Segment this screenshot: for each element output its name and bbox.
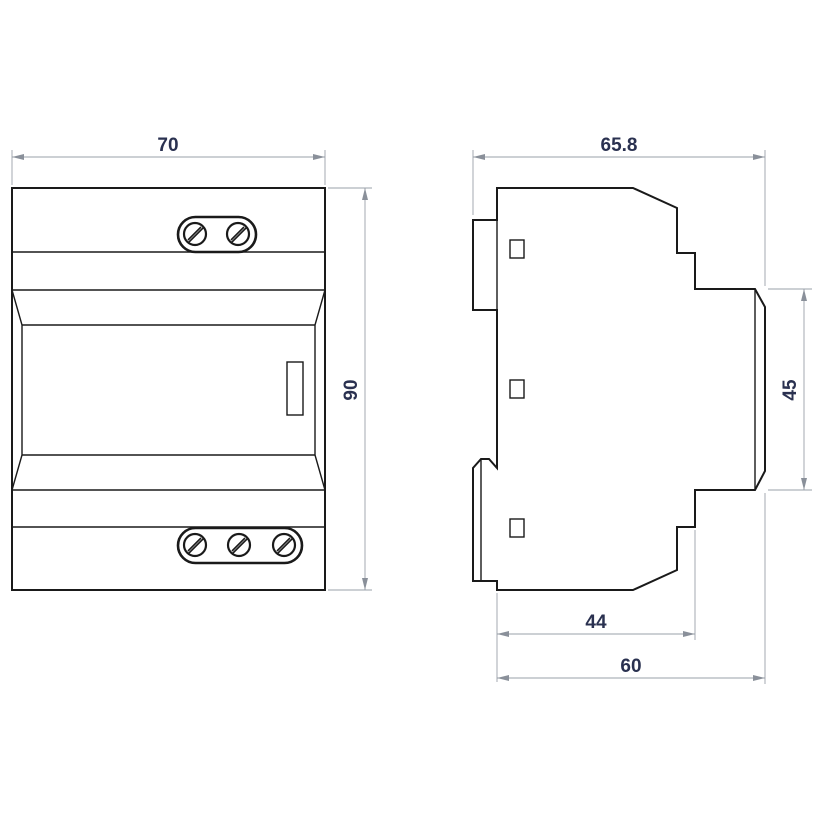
dimension-side-face-height: 45 xyxy=(768,288,812,491)
screw-icon xyxy=(271,532,297,558)
front-housing-outline xyxy=(11,187,326,591)
bottom-terminal-block xyxy=(176,526,304,565)
dimension-front-width: 70 xyxy=(11,135,326,185)
top-terminal-block xyxy=(176,215,258,254)
front-cover-outline xyxy=(11,289,326,491)
dimension-label-side-face-height: 45 xyxy=(780,379,801,401)
screw-icon xyxy=(182,532,208,558)
side-slot xyxy=(509,379,525,399)
dimension-label-side-depth: 65.8 xyxy=(601,135,638,156)
side-slot xyxy=(509,518,525,538)
dimension-front-height: 90 xyxy=(328,187,372,591)
side-view xyxy=(472,187,766,591)
dimension-label-front-height: 90 xyxy=(341,379,362,400)
front-window xyxy=(286,361,304,416)
dimension-label-front-width: 70 xyxy=(157,135,178,156)
dimension-label-side-rail-to-shoulder: 44 xyxy=(585,612,607,633)
dimension-side-depth: 65.8 xyxy=(472,135,766,286)
dimension-side-rail-to-face: 60 xyxy=(497,493,766,684)
screw-icon xyxy=(182,221,208,247)
side-slot xyxy=(509,239,525,259)
front-view xyxy=(11,187,326,591)
side-housing-outline xyxy=(472,187,766,591)
screw-icon xyxy=(226,532,252,558)
dimension-side-rail-to-shoulder: 44 xyxy=(496,530,696,682)
dimension-label-side-rail-to-face: 60 xyxy=(620,656,641,677)
screw-icon xyxy=(225,221,251,247)
